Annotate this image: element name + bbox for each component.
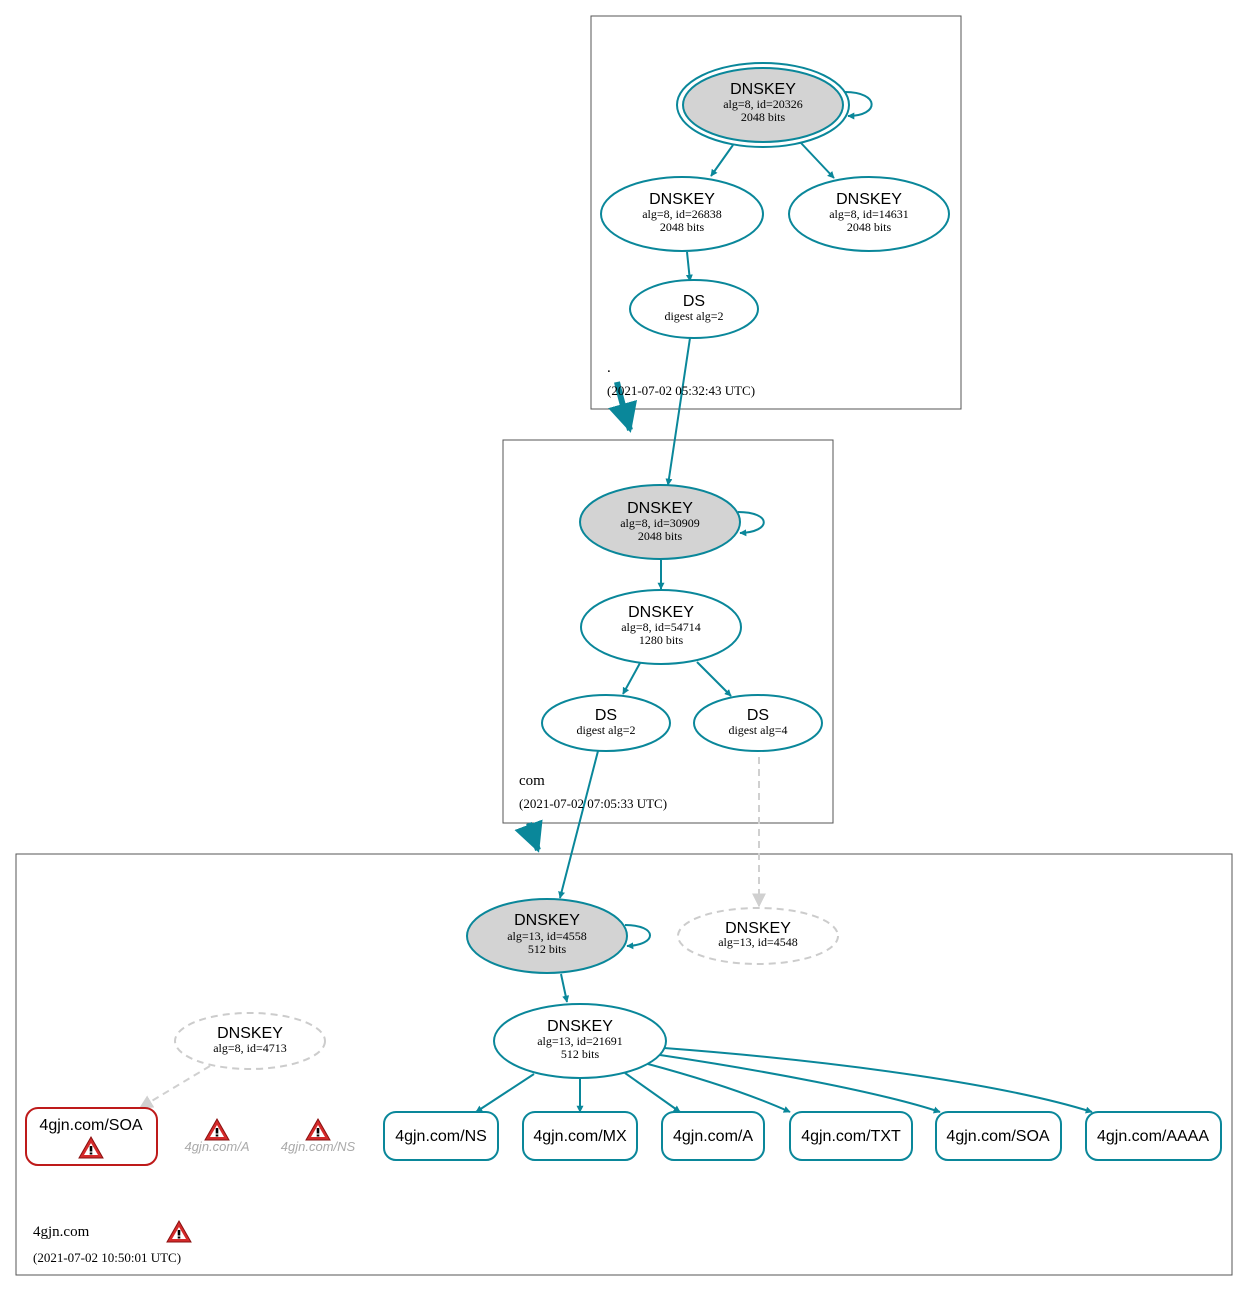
- zone-domain-name: 4gjn.com: [33, 1224, 90, 1240]
- domain-zsk-node[interactable]: DNSKEY alg=13, id=21691 512 bits: [493, 1003, 667, 1079]
- rrset-a-label: 4gjn.com/A: [673, 1128, 753, 1145]
- domain-ksk-line1: alg=13, id=4558: [507, 929, 587, 943]
- com-ksk-line1: alg=8, id=30909: [620, 516, 700, 530]
- root-ksk-to-zsk2-edge: [800, 142, 835, 179]
- root-zsk1-to-ds-edge: [685, 251, 693, 282]
- domain-ksk-title: DNSKEY: [514, 912, 580, 929]
- root-ds-to-com-ksk-edge: [665, 337, 691, 486]
- rrset-soa-error-label: 4gjn.com/SOA: [39, 1117, 142, 1134]
- rrset-ns-label: 4gjn.com/NS: [395, 1128, 487, 1145]
- zone-domain-box: [15, 853, 1233, 1276]
- rrset-soa-label: 4gjn.com/SOA: [946, 1128, 1049, 1145]
- domain-missing-key-title: DNSKEY: [725, 920, 791, 937]
- domain-alg8-key-title: DNSKEY: [217, 1025, 283, 1042]
- domain-zsk-title: DNSKEY: [547, 1018, 613, 1035]
- com-ds2-line1: digest alg=2: [576, 723, 635, 737]
- alg8-key-to-soa-edge: [138, 1065, 211, 1109]
- com-ksk-title: DNSKEY: [627, 500, 693, 517]
- zsk-to-txt-edge: [647, 1063, 791, 1113]
- domain-zsk-line1: alg=13, id=21691: [537, 1034, 623, 1048]
- rrset-aaaa[interactable]: 4gjn.com/AAAA: [1085, 1111, 1222, 1161]
- domain-ksk-to-zsk-edge: [560, 973, 570, 1003]
- root-zsk2-title: DNSKEY: [836, 191, 902, 208]
- domain-ksk-self-edge: [624, 924, 651, 950]
- rrset-aaaa-label: 4gjn.com/AAAA: [1097, 1128, 1209, 1145]
- root-zsk1-line1: alg=8, id=26838: [642, 207, 722, 221]
- root-zsk1-node[interactable]: DNSKEY alg=8, id=26838 2048 bits: [600, 176, 764, 252]
- com-zsk-node[interactable]: DNSKEY alg=8, id=54714 1280 bits: [580, 589, 742, 665]
- com-ds2-title: DS: [595, 707, 617, 724]
- zsk-to-aaaa-edge: [663, 1047, 1093, 1114]
- root-ksk-node[interactable]: DNSKEY alg=8, id=20326 2048 bits: [676, 62, 850, 148]
- zone-com-box: [502, 439, 834, 824]
- delegation-root-com-arrow: [608, 381, 638, 433]
- zone-root-timestamp: (2021-07-02 05:32:43 UTC): [607, 383, 755, 398]
- rrset-txt-label: 4gjn.com/TXT: [801, 1128, 901, 1145]
- domain-alg8-key-node[interactable]: DNSKEY alg=8, id=4713: [174, 1012, 326, 1070]
- zone-com-timestamp: (2021-07-02 07:05:33 UTC): [519, 796, 667, 811]
- domain-missing-key-node[interactable]: DNSKEY alg=13, id=4548: [677, 907, 839, 965]
- rrset-soa-error[interactable]: 4gjn.com/SOA: [25, 1107, 158, 1166]
- com-ksk-node[interactable]: DNSKEY alg=8, id=30909 2048 bits: [579, 484, 741, 560]
- zone-warning-icon: [166, 1220, 192, 1243]
- com-zsk-to-ds2-edge: [622, 662, 641, 695]
- warning-icon: [204, 1118, 230, 1141]
- com-ds2-to-domain-ksk-edge: [558, 750, 599, 899]
- rrset-ghost-a[interactable]: 4gjn.com/A: [184, 1118, 250, 1154]
- com-ksk-self-edge: [737, 511, 765, 537]
- com-ds4-title: DS: [747, 707, 769, 724]
- domain-ksk-line2: 512 bits: [528, 942, 567, 956]
- root-zsk1-title: DNSKEY: [649, 191, 715, 208]
- root-zsk2-line1: alg=8, id=14631: [829, 207, 909, 221]
- rrset-txt[interactable]: 4gjn.com/TXT: [789, 1111, 913, 1161]
- root-ksk-line2: 2048 bits: [741, 110, 786, 124]
- domain-zsk-line2: 512 bits: [561, 1047, 600, 1061]
- zsk-to-soa-edge: [659, 1054, 941, 1114]
- com-zsk-line1: alg=8, id=54714: [621, 620, 701, 634]
- root-ds-line1: digest alg=2: [664, 309, 723, 323]
- zone-root-box: [590, 15, 962, 410]
- com-ds2-node[interactable]: DS digest alg=2: [541, 694, 671, 752]
- rrset-mx-label: 4gjn.com/MX: [533, 1128, 627, 1145]
- zone-domain-timestamp: (2021-07-02 10:50:01 UTC): [33, 1250, 181, 1265]
- zsk-to-a-edge: [624, 1072, 681, 1113]
- root-ksk-self-edge: [844, 91, 873, 120]
- com-zsk-title: DNSKEY: [628, 604, 694, 621]
- root-ksk-to-zsk1-edge: [710, 144, 734, 177]
- domain-ksk-node[interactable]: DNSKEY alg=13, id=4558 512 bits: [466, 898, 628, 974]
- zsk-to-ns-edge: [475, 1073, 535, 1113]
- rrset-ghost-ns[interactable]: 4gjn.com/NS: [281, 1118, 356, 1154]
- domain-missing-key-line1: alg=13, id=4548: [718, 935, 798, 949]
- rrset-ghost-a-label: 4gjn.com/A: [184, 1139, 249, 1154]
- root-ksk-line1: alg=8, id=20326: [723, 97, 803, 111]
- root-zsk1-line2: 2048 bits: [660, 220, 705, 234]
- rrset-ghost-ns-label: 4gjn.com/NS: [281, 1139, 356, 1154]
- rrset-a[interactable]: 4gjn.com/A: [661, 1111, 765, 1161]
- com-ds4-line1: digest alg=4: [728, 723, 787, 737]
- com-zsk-to-ds4-edge: [696, 661, 732, 697]
- rrset-mx[interactable]: 4gjn.com/MX: [522, 1111, 638, 1161]
- domain-alg8-key-line1: alg=8, id=4713: [213, 1041, 287, 1055]
- rrset-ns[interactable]: 4gjn.com/NS: [383, 1111, 499, 1161]
- zone-root-name: .: [607, 360, 611, 376]
- com-zsk-line2: 1280 bits: [639, 633, 684, 647]
- root-zsk2-line2: 2048 bits: [847, 220, 892, 234]
- rrset-soa[interactable]: 4gjn.com/SOA: [935, 1111, 1062, 1161]
- zone-com-name: com: [519, 773, 545, 789]
- com-ksk-line2: 2048 bits: [638, 529, 683, 543]
- root-ksk-title: DNSKEY: [730, 81, 796, 98]
- delegation-com-domain-arrow: [514, 819, 543, 853]
- root-ds-node[interactable]: DS digest alg=2: [629, 279, 759, 339]
- com-ds4-node[interactable]: DS digest alg=4: [693, 694, 823, 752]
- root-zsk2-node[interactable]: DNSKEY alg=8, id=14631 2048 bits: [788, 176, 950, 252]
- root-ds-title: DS: [683, 293, 705, 310]
- warning-icon: [305, 1118, 331, 1141]
